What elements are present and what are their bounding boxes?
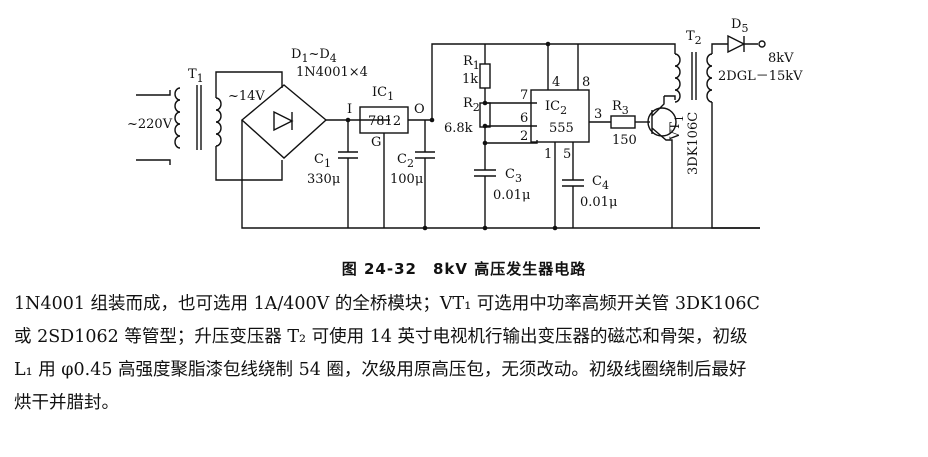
body-paragraph: 1N4001 组装而成，也可选用 1A/400V 的全桥模块；VT₁ 可选用中功…	[14, 288, 919, 420]
r1-label: R1	[463, 54, 480, 72]
r1-resistor	[479, 63, 491, 89]
ic2-label: IC2	[545, 99, 567, 117]
c2-value: 100μ	[390, 172, 423, 187]
t1-secondary-coil	[215, 97, 222, 147]
secondary-voltage-label: ~14V	[228, 89, 265, 104]
vt1-part-label: 3DK106C	[686, 112, 701, 175]
c2-label: C2	[397, 152, 414, 170]
r2-label: R2	[463, 96, 480, 114]
ic2-part-label: 555	[549, 121, 574, 136]
c2-capacitor	[415, 120, 435, 228]
r3-value: 150	[612, 133, 637, 148]
c1-capacitor	[338, 120, 358, 228]
hv-output-terminal	[758, 40, 766, 48]
mains-voltage-label: ~220V	[127, 117, 173, 132]
d5-label: D5	[731, 17, 748, 35]
ic2-pin-8: 8	[582, 75, 590, 90]
r2-value: 6.8k	[444, 121, 473, 136]
r1-value: 1k	[462, 72, 478, 87]
positive-rail	[431, 43, 676, 120]
r2-resistor	[479, 102, 491, 128]
output-voltage-label: 8kV	[768, 51, 794, 66]
ic2-pin-4: 4	[552, 75, 560, 90]
c4-capacitor	[562, 142, 584, 228]
ic2-pin-3: 3	[594, 107, 602, 122]
paragraph-line: L₁ 用 φ0.45 高强度聚脂漆包线绕制 54 圈，次级用原高压包，无须改动。…	[14, 360, 747, 380]
t2-secondary-coil	[706, 53, 713, 103]
ic1-label: IC1	[372, 85, 394, 103]
ic2-box	[530, 89, 590, 143]
d5-diode	[727, 34, 758, 54]
mains-wires	[136, 90, 171, 165]
r3-resistor	[610, 115, 636, 129]
t1-secondary-wires	[215, 71, 283, 181]
c3-capacitor	[474, 143, 496, 228]
circuit-schematic: ~220V T1 ~14V D1~D4 1N4001×4 IC1 7812 I …	[127, 17, 803, 231]
diodes-label: D1~D4	[291, 47, 337, 65]
paragraph-line: 或 2SD1062 等管型；升压变压器 T₂ 可使用 14 英寸电视机行输出变压…	[14, 327, 748, 347]
ic2-pin-5: 5	[563, 147, 571, 162]
bridge-diode	[273, 110, 294, 132]
t1-label: T1	[188, 67, 204, 85]
t1-primary-coil	[174, 87, 181, 149]
t2-label: T2	[686, 29, 702, 47]
c4-value: 0.01μ	[580, 195, 617, 210]
ic2-pin-1: 1	[544, 147, 552, 162]
c4-label: C4	[592, 174, 609, 192]
c1-value: 330μ	[307, 172, 340, 187]
paragraph-line: 1N4001 组装而成，也可选用 1A/400V 的全桥模块；VT₁ 可选用中功…	[14, 294, 760, 314]
d5-part-label: 2DGL－15kV	[718, 69, 803, 84]
ic1-part-label: 7812	[368, 114, 401, 129]
r3-label: R3	[612, 99, 629, 117]
c3-value: 0.01μ	[493, 188, 530, 203]
ic2-pin-7: 7	[520, 88, 528, 103]
ic1-pin-i: I	[347, 102, 352, 117]
figure-caption: 图 24-32 8kV 高压发生器电路	[341, 260, 587, 278]
ic1-pin-g: G	[371, 135, 381, 150]
ic2-pin-2: 2	[520, 129, 528, 144]
t2-primary-coil	[674, 53, 681, 103]
paragraph-line: 烘干并腊封。	[14, 393, 119, 413]
bridge-rectifier	[240, 84, 328, 159]
ic2-pin-6: 6	[520, 111, 528, 126]
c1-label: C1	[314, 152, 331, 170]
ic1-pin-o: O	[414, 102, 425, 117]
vt1-label: VT1	[668, 115, 686, 141]
c3-label: C3	[505, 167, 522, 185]
diodes-part-label: 1N4001×4	[296, 65, 368, 80]
